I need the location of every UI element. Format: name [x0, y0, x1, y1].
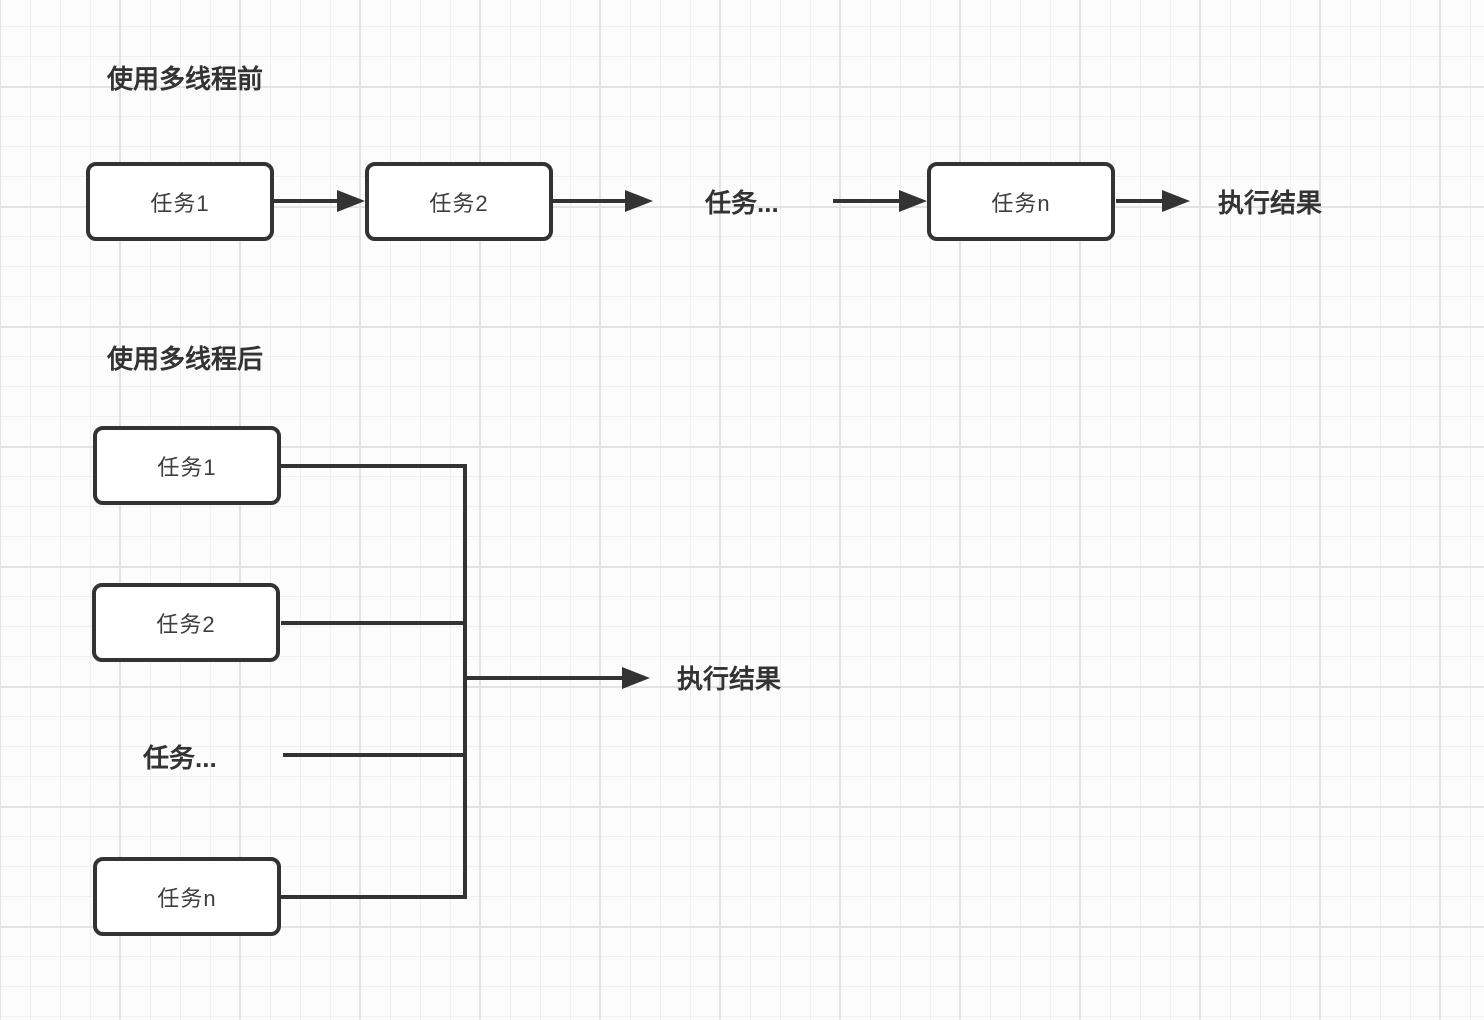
before-result-label[interactable]: 执行结果	[1218, 188, 1323, 218]
arrowhead-icon	[1162, 190, 1190, 212]
arrow-shaft	[465, 676, 628, 680]
arrow-shaft	[274, 199, 343, 203]
arrow-shaft	[833, 199, 905, 203]
after-taskn-label: 任务n	[157, 885, 217, 911]
after-task-ellipsis-label[interactable]: 任务...	[143, 743, 217, 773]
before-taskn-label: 任务n	[991, 190, 1051, 216]
connector-after-task1[interactable]	[281, 464, 467, 468]
section-title-before[interactable]: 使用多线程前	[107, 64, 264, 94]
after-task2-box[interactable]: 任务2	[92, 583, 280, 662]
arrow-before-ellipsis-to-taskn[interactable]	[833, 190, 927, 212]
arrow-shaft	[551, 199, 631, 203]
connector-after-task2[interactable]	[281, 621, 467, 625]
connector-after-taskn[interactable]	[281, 895, 467, 899]
after-task2-label: 任务2	[156, 611, 216, 637]
after-task1-box[interactable]: 任务1	[93, 426, 281, 505]
before-task2-box[interactable]: 任务2	[365, 162, 553, 241]
arrowhead-icon	[622, 667, 650, 689]
before-task-ellipsis-label[interactable]: 任务...	[705, 188, 779, 218]
arrow-before-taskn-to-result[interactable]	[1116, 190, 1190, 212]
before-task1-box[interactable]: 任务1	[86, 162, 274, 241]
arrow-before-task2-to-ellipsis[interactable]	[551, 190, 653, 212]
section-title-after[interactable]: 使用多线程后	[107, 344, 264, 374]
arrow-before-task1-to-task2[interactable]	[274, 190, 365, 212]
arrow-after-trunk-to-result[interactable]	[465, 667, 650, 689]
before-taskn-box[interactable]: 任务n	[927, 162, 1115, 241]
connector-trunk-vertical[interactable]	[463, 464, 467, 899]
before-task1-label: 任务1	[150, 190, 210, 216]
connector-after-ellipsis[interactable]	[283, 753, 467, 757]
after-result-label[interactable]: 执行结果	[677, 664, 782, 694]
arrowhead-icon	[899, 190, 927, 212]
after-taskn-box[interactable]: 任务n	[93, 857, 281, 936]
before-task2-label: 任务2	[429, 190, 489, 216]
arrow-shaft	[1116, 199, 1168, 203]
arrowhead-icon	[337, 190, 365, 212]
arrowhead-icon	[625, 190, 653, 212]
after-task1-label: 任务1	[157, 454, 217, 480]
